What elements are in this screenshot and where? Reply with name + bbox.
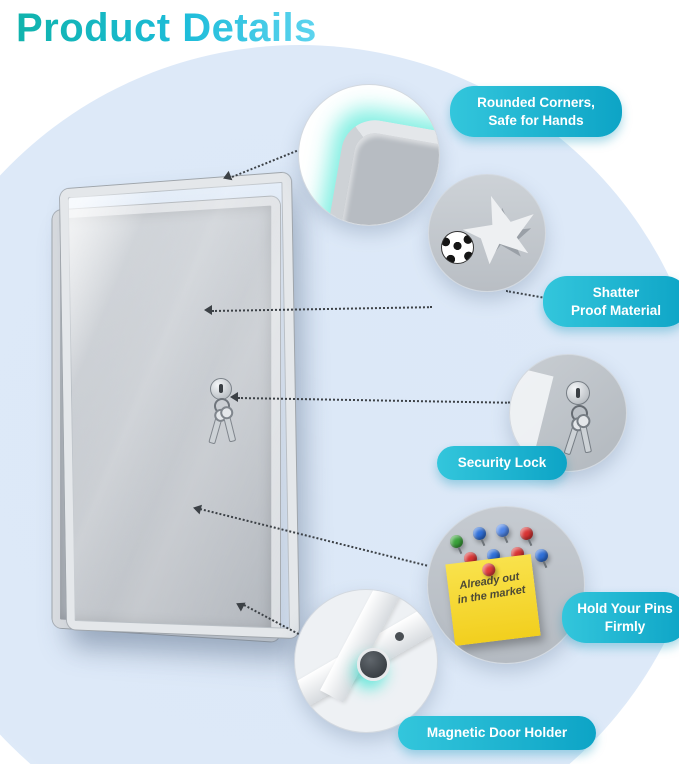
push-pin-icon [496, 524, 509, 537]
pins-detail-circle: Already out in the market [427, 506, 585, 664]
label-line: Hold Your Pins [577, 601, 673, 616]
shatter-proof-detail-circle [428, 174, 546, 292]
soccer-ball-icon [441, 231, 474, 264]
glass-glare [67, 181, 291, 629]
magnet-holder-icon [357, 648, 390, 681]
label-line: Security Lock [457, 455, 547, 470]
label-line: Proof Material [570, 302, 662, 318]
callout-label-rounded-corners: Rounded Corners, Safe for Hands [450, 86, 622, 138]
lock-icon [204, 378, 248, 452]
lock-cylinder [210, 378, 232, 400]
push-pin-icon [450, 535, 463, 548]
push-pin-icon [535, 549, 548, 562]
callout-label-hold-pins: Hold Your Pins Firmly [562, 592, 679, 644]
label-line: Magnetic Door Holder [426, 725, 568, 740]
key-icon [563, 424, 580, 456]
push-pin-icon [520, 527, 533, 540]
rounded-corner-detail-circle [298, 84, 440, 226]
sticky-note: Already out in the market [445, 554, 541, 646]
label-line: Shatter [592, 285, 640, 300]
magnetic-holder-detail-circle [294, 589, 438, 733]
label-line: Rounded Corners, [477, 95, 595, 110]
page-title: Product Details [16, 6, 317, 50]
rounded-corner-icon [320, 114, 439, 225]
callout-label-shatter-proof: Shatter Proof Material [543, 276, 679, 328]
push-pin-icon [473, 527, 486, 540]
key-icon [208, 415, 223, 445]
label-line: Firmly [604, 618, 646, 634]
callout-label-magnetic-holder: Magnetic Door Holder [398, 716, 596, 750]
board-glass-door [59, 172, 299, 639]
key-icon [578, 422, 593, 454]
key-icon [222, 413, 237, 443]
lock-cylinder [566, 381, 590, 405]
screw-icon [395, 632, 404, 641]
callout-label-security-lock: Security Lock [437, 446, 567, 480]
connector-arrow [199, 305, 212, 315]
connector-arrow [225, 392, 238, 402]
label-line: Safe for Hands [488, 112, 584, 128]
